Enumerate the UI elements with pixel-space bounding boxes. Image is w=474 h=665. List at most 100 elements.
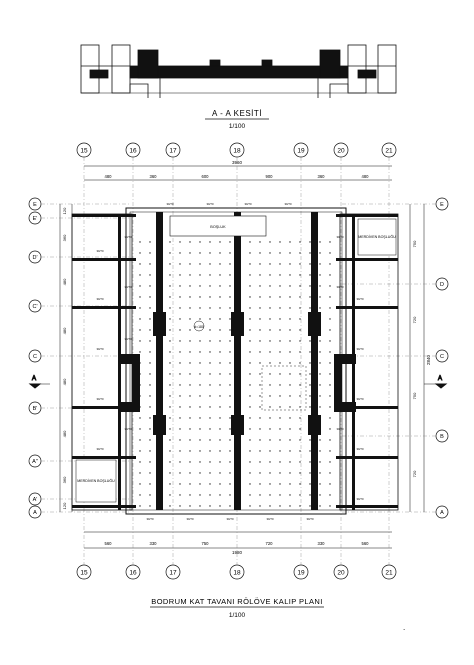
svg-text:B: B (440, 434, 444, 440)
left-dimension-texts: 120 360 480 480 480 480 360 120 (62, 207, 67, 509)
svg-text:17: 17 (169, 570, 177, 577)
beam-tag: 30/70 (357, 297, 364, 301)
svg-text:19: 19 (297, 570, 305, 577)
beam-tag: 30/70 (125, 235, 132, 239)
top-dimension: 360 (150, 174, 158, 179)
central-wall-right (334, 354, 356, 412)
bottom-dimension: 560 (105, 541, 113, 546)
row-bubble-left: B' (28, 401, 42, 415)
right-dimension: 750 (412, 392, 417, 399)
beam-tag: 30/70 (167, 202, 174, 206)
section-scale: 1/100 (229, 123, 246, 130)
svg-text:A: A (440, 510, 444, 516)
row-bubble-left: E (28, 197, 42, 211)
svg-text:20: 20 (337, 148, 345, 155)
svg-text:18: 18 (233, 148, 241, 155)
column-bubble-top: 19 (293, 142, 309, 158)
left-dimension: 480 (62, 327, 67, 334)
column-bubble-top: 17 (165, 142, 181, 158)
left-dimension: 120 (62, 502, 67, 509)
slab-dot-pattern (139, 241, 331, 507)
left-dimension: 480 (62, 278, 67, 285)
svg-text:A'': A'' (32, 459, 38, 465)
dashed-region (261, 365, 307, 411)
top-dimension-lines (84, 165, 392, 181)
svg-text:D': D' (32, 255, 37, 261)
svg-text:21: 21 (385, 570, 393, 577)
top-dimension: 900 (266, 174, 274, 179)
column-bubble-bottom: 18 (229, 564, 245, 580)
beam-tag: 30/70 (97, 249, 104, 253)
row-bubble-left: C' (28, 299, 42, 313)
svg-text:15: 15 (80, 570, 88, 577)
row-bubble-right: A (435, 505, 449, 519)
beam-tag: 30/70 (125, 285, 132, 289)
beam-tag: 30/70 (337, 235, 344, 239)
central-wall-left (118, 354, 140, 412)
row-bubbles-left: EE'D'C'CB'A''A'A (28, 197, 42, 519)
beam-tags: 30/70 30/70 30/70 30/70 30/70 30/70 30/70 30/70… (97, 202, 364, 521)
beam-tag: 30/70 (245, 202, 252, 206)
stair-void-top (357, 218, 397, 256)
row-bubble-right: C (435, 349, 449, 363)
beam-tag: 30/70 (97, 297, 104, 301)
row-bubble-right: B (435, 429, 449, 443)
column-bubble-top: 20 (333, 142, 349, 158)
svg-text:E: E (33, 202, 37, 208)
svg-text:20: 20 (337, 570, 345, 577)
left-dimension: 120 (62, 207, 67, 214)
beam-tag: 30/70 (125, 337, 132, 341)
opening-label: BOŞLUK (210, 225, 226, 229)
section-aa-drawing (80, 44, 397, 98)
row-bubble-left: E' (28, 211, 42, 225)
column-bubble-bottom: 19 (293, 564, 309, 580)
column-bubble-top: 21 (381, 142, 397, 158)
section-cut-markers: A A (28, 376, 448, 389)
left-dimension: 360 (62, 476, 67, 483)
section-marker-right: A (438, 376, 442, 382)
bottom-dimension: 720 (266, 541, 274, 546)
right-dimension: 720 (412, 470, 417, 477)
beam-tag: 30/70 (337, 427, 344, 431)
bottom-dimension-lines (84, 531, 392, 549)
svg-text:16: 16 (129, 148, 137, 155)
svg-text:E': E' (33, 216, 38, 222)
row-bubble-left: D' (28, 250, 42, 264)
left-dimension: 480 (62, 378, 67, 385)
main-beams (153, 212, 321, 510)
column-bubble-top: 18 (229, 142, 245, 158)
beam-tag: 30/70 (147, 517, 154, 521)
row-bubble-left: A'' (28, 454, 42, 468)
top-dimension: 360 (318, 174, 326, 179)
svg-text:17: 17 (169, 148, 177, 155)
beam-tag: 30/70 (357, 497, 364, 501)
top-overall-dimension: 3960 (232, 160, 243, 165)
right-dimension: 720 (412, 316, 417, 323)
page-mark: . (403, 623, 405, 632)
left-dimension: 360 (62, 234, 67, 241)
bottom-dimension: 330 (150, 541, 158, 546)
row-bubble-right: D (435, 277, 449, 291)
svg-text:18: 18 (233, 570, 241, 577)
plan-title: BODRUM KAT TAVANI RÖLÖVE KALIP PLANI (151, 597, 322, 606)
top-dimension: 600 (202, 174, 210, 179)
beam-tag: 30/70 (97, 397, 104, 401)
left-dimension: 480 (62, 430, 67, 437)
svg-text:A': A' (33, 497, 38, 503)
beam-tag: 30/70 (285, 202, 292, 206)
right-dimension: 750 (412, 240, 417, 247)
beam-tag: 30/70 (267, 517, 274, 521)
beam-tag: 30/70 (337, 285, 344, 289)
column-bubble-bottom: 17 (165, 564, 181, 580)
svg-text:C: C (440, 354, 444, 360)
bottom-dimension: 330 (318, 541, 326, 546)
right-overall-dimension: 2840 (426, 354, 431, 365)
beam-tag: 30/70 (357, 397, 364, 401)
svg-text:B': B' (33, 406, 38, 412)
beam-tag: 30/70 (207, 202, 214, 206)
